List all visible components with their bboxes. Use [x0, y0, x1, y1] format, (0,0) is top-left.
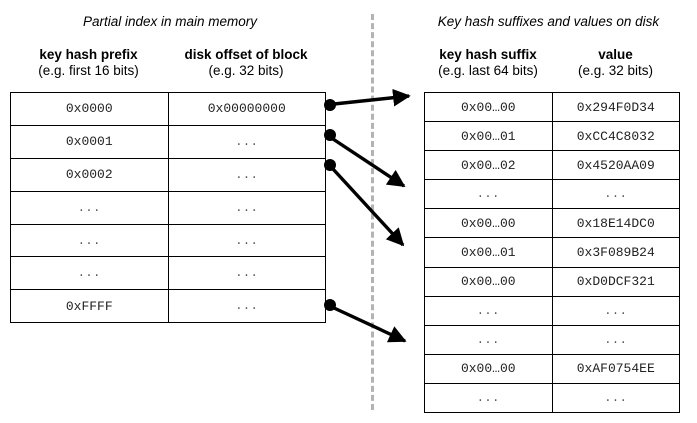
column-header-title: key hash suffix — [439, 47, 537, 62]
cell-key-hash-prefix: 0x0000 — [10, 92, 169, 126]
table-row: ...... — [10, 256, 326, 291]
cell-value: 0x294F0D34 — [551, 91, 680, 123]
pointer-row-1 — [324, 88, 411, 111]
cell-key-hash-suffix: 0x00…00 — [424, 266, 553, 297]
cell-value: 0xCC4C8032 — [551, 121, 680, 152]
column-header-key-hash-prefix: key hash prefix (e.g. first 16 bits) — [10, 47, 167, 79]
table-row: 0x0002... — [10, 157, 326, 192]
cell-key-hash-prefix: ... — [10, 223, 169, 258]
table-row: 0x0001... — [10, 124, 326, 159]
column-header-subtitle: (e.g. last 64 bits) — [438, 63, 538, 78]
cell-key-hash-prefix: 0x0001 — [10, 124, 169, 159]
table-row: ...... — [424, 324, 680, 355]
table-row: ...... — [424, 382, 680, 414]
column-header-key-hash-suffix: key hash suffix (e.g. last 64 bits) — [424, 47, 552, 79]
cell-key-hash-suffix: ... — [424, 295, 553, 326]
pointer-line — [333, 306, 407, 343]
cell-key-hash-prefix: ... — [10, 190, 169, 225]
cell-key-hash-suffix: 0x00…00 — [424, 353, 553, 384]
cell-disk-offset: ... — [167, 256, 326, 291]
cell-disk-offset: ... — [167, 190, 326, 225]
cell-disk-offset: ... — [167, 157, 326, 192]
cell-disk-offset: 0x00000000 — [167, 92, 326, 126]
cell-key-hash-suffix: ... — [424, 179, 553, 210]
pointer-row-3 — [324, 159, 405, 247]
cell-value: ... — [551, 179, 680, 210]
table-row: ...... — [424, 295, 680, 326]
pointer-row-2 — [324, 129, 406, 188]
cell-key-hash-suffix: 0x00…02 — [424, 150, 553, 181]
memory-disk-divider — [371, 14, 374, 410]
column-header-title: disk offset of block — [184, 47, 308, 62]
cell-disk-offset: ... — [167, 289, 326, 324]
pointer-line — [332, 137, 406, 188]
pointer-row-7 — [324, 299, 407, 343]
cell-key-hash-suffix: 0x00…01 — [424, 121, 553, 152]
table-row: ...... — [424, 179, 680, 210]
cell-key-hash-suffix: ... — [424, 382, 553, 414]
cell-value: 0xD0DCF321 — [551, 266, 680, 297]
cell-value: 0x4520AA09 — [551, 150, 680, 181]
cell-value: ... — [551, 324, 680, 355]
cell-key-hash-suffix: ... — [424, 324, 553, 355]
column-header-subtitle: (e.g. 32 bits) — [208, 63, 284, 78]
cell-key-hash-suffix: 0x00…00 — [424, 91, 553, 123]
column-header-disk-offset: disk offset of block (e.g. 32 bits) — [167, 47, 325, 79]
cell-key-hash-suffix: 0x00…01 — [424, 237, 553, 268]
column-header-value: value (e.g. 32 bits) — [552, 47, 679, 79]
cell-value: 0xAF0754EE — [551, 353, 680, 384]
left-section-caption: Partial index in main memory — [82, 14, 258, 29]
cell-disk-offset: ... — [167, 124, 326, 159]
column-header-title: key hash prefix — [39, 47, 138, 62]
column-header-subtitle: (e.g. first 16 bits) — [38, 63, 139, 78]
column-header-title: value — [598, 47, 633, 62]
cell-key-hash-prefix: 0x0002 — [10, 157, 169, 192]
cell-value: 0x18E14DC0 — [551, 208, 680, 239]
pointer-line — [331, 167, 405, 247]
right-section-caption: Key hash suffixes and values on disk — [437, 14, 660, 29]
table-row: 0xFFFF... — [10, 289, 326, 324]
table-row: ...... — [10, 190, 326, 225]
cell-value: 0x3F089B24 — [551, 237, 680, 268]
cell-key-hash-prefix: ... — [10, 256, 169, 291]
column-header-subtitle: (e.g. 32 bits) — [577, 63, 654, 78]
table-row: ...... — [10, 223, 326, 258]
cell-disk-offset: ... — [167, 223, 326, 258]
cell-key-hash-suffix: 0x00…00 — [424, 208, 553, 239]
cell-value: ... — [551, 295, 680, 326]
cell-key-hash-prefix: 0xFFFF — [10, 289, 169, 324]
cell-value: ... — [551, 382, 680, 414]
